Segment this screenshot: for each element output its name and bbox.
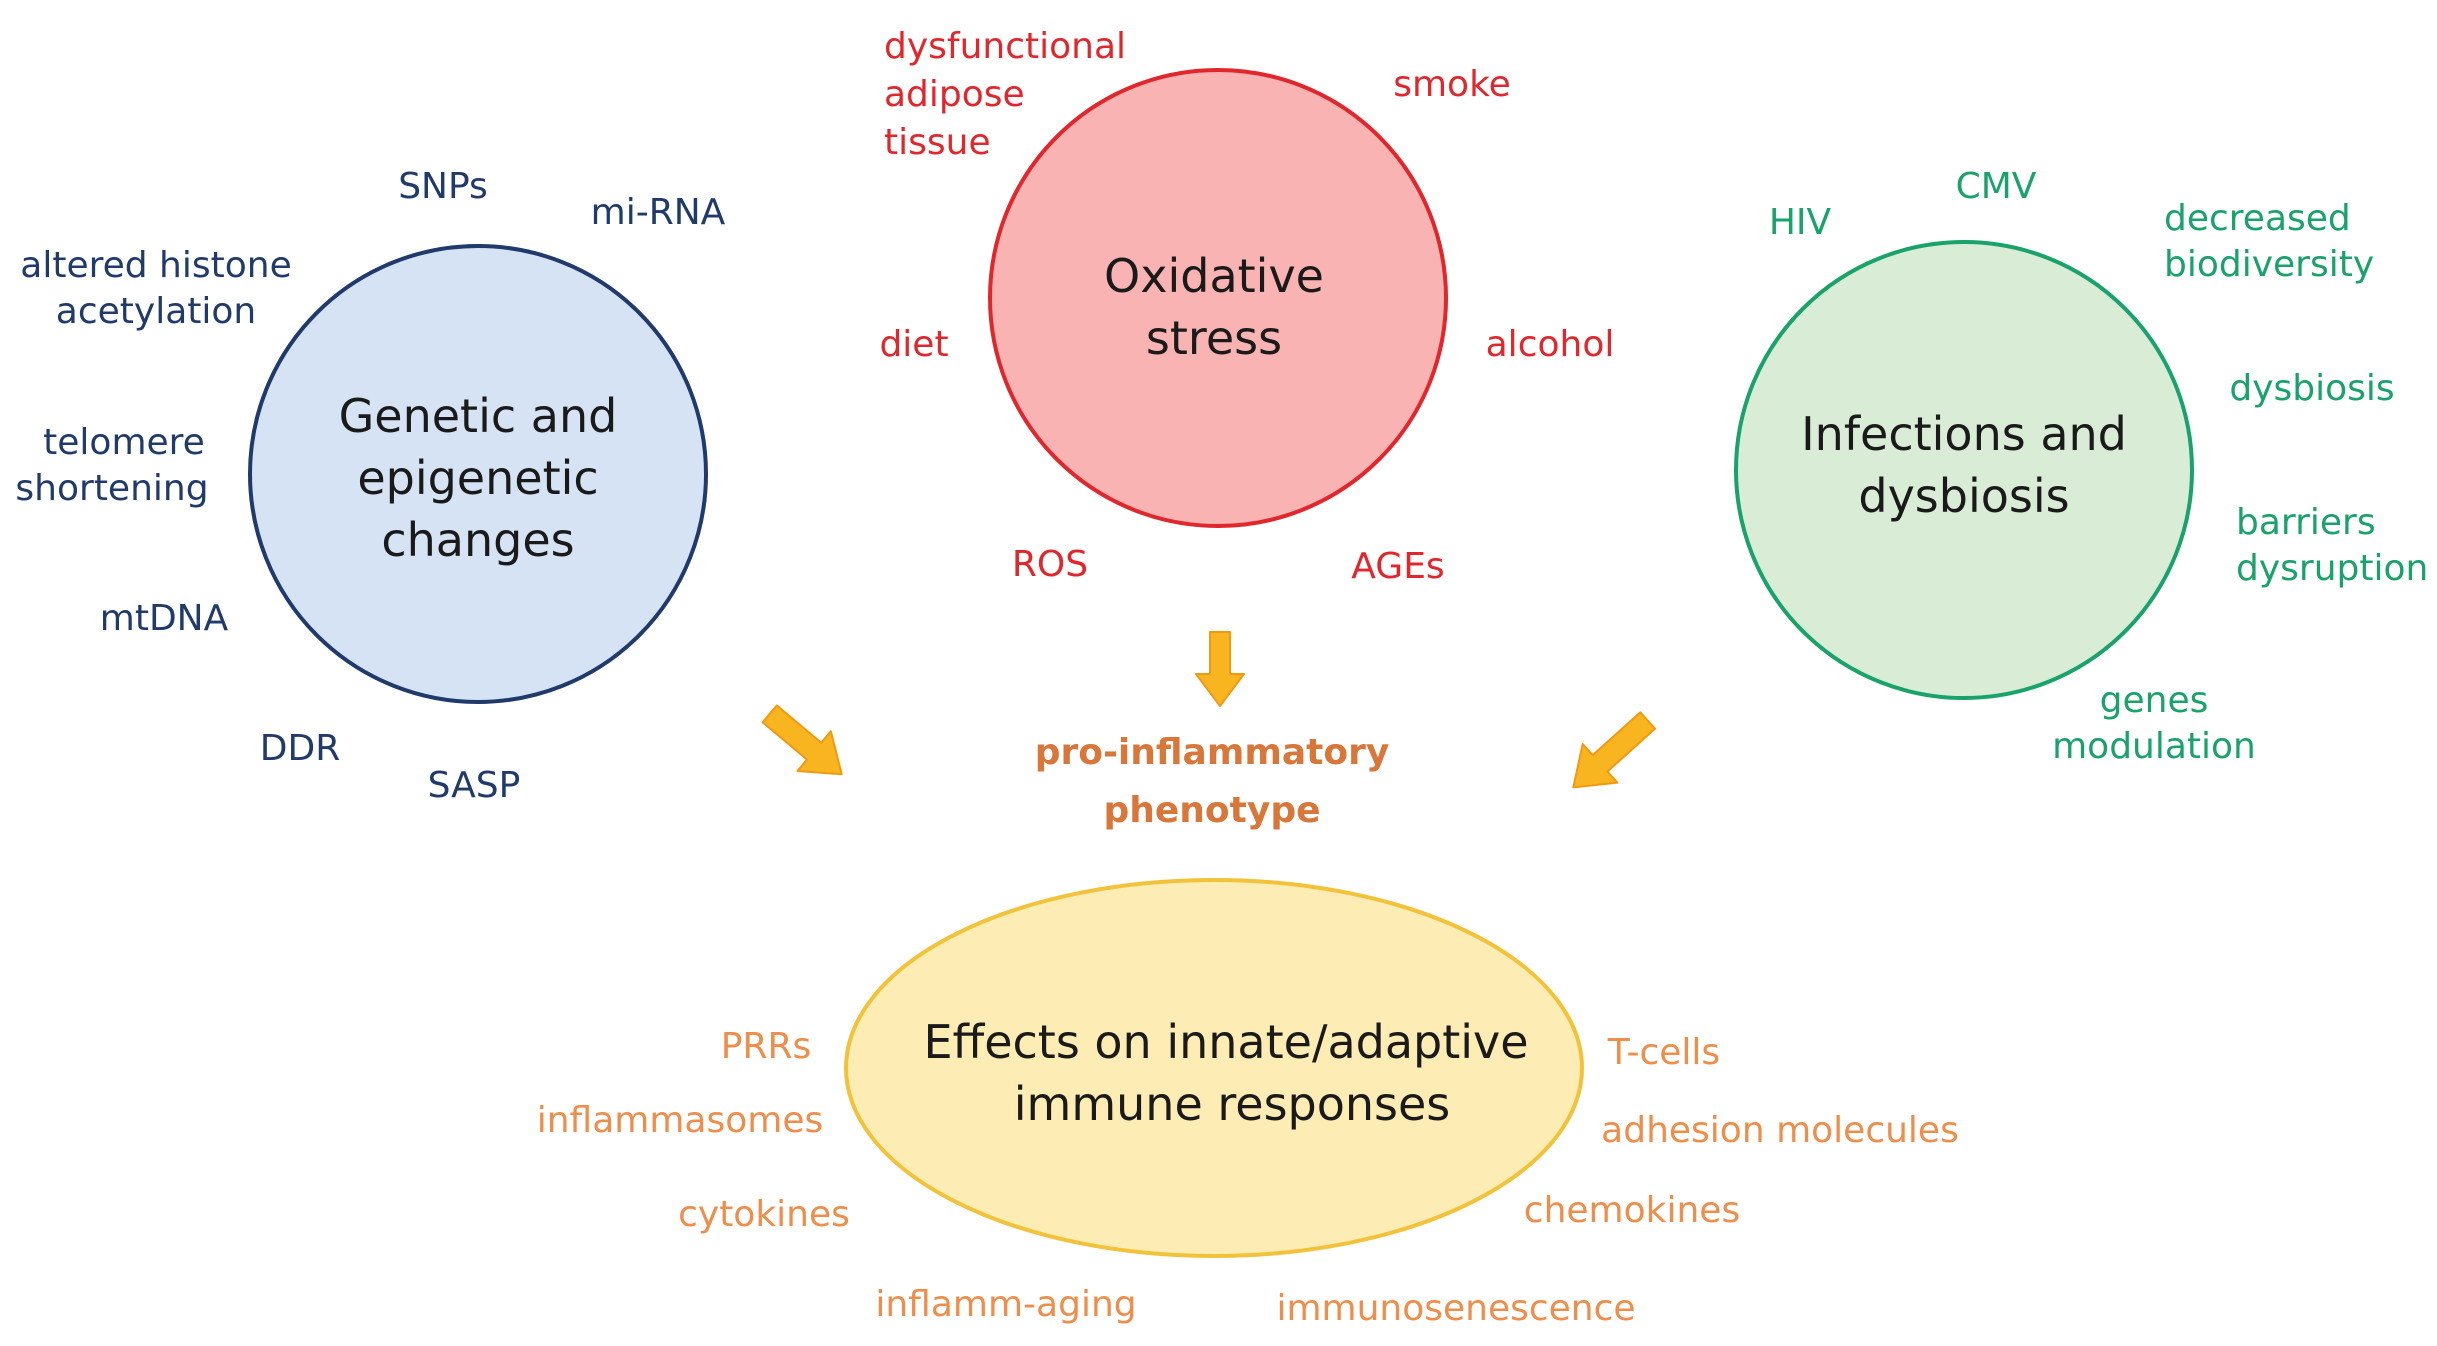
label-adipose-line-1: dysfunctional (884, 26, 1126, 67)
arrows (761, 631, 1656, 789)
infections-group: Infections and dysbiosis HIV CMV decreas… (1734, 166, 2428, 767)
infections-title-line-2: dysbiosis (1858, 469, 2069, 523)
label-barriers-line-1: barriers (2236, 502, 2376, 543)
label-smoke: smoke (1393, 64, 1511, 105)
label-sasp: SASP (428, 765, 521, 806)
genetic-circle (248, 244, 708, 704)
label-adhesion: adhesion molecules (1601, 1110, 1959, 1151)
label-inflammaging: inflamm-aging (875, 1284, 1136, 1325)
label-ages: AGEs (1351, 546, 1444, 587)
label-prrs: PRRs (721, 1026, 812, 1067)
label-genes-line-2: modulation (2052, 726, 2256, 767)
label-mtdna: mtDNA (100, 598, 229, 639)
genetic-group: Genetic and epigenetic changes SNPs mi-R… (15, 166, 725, 806)
label-ddr: DDR (260, 728, 340, 769)
label-telomere-line-1: telomere (43, 422, 205, 463)
label-histone-line-1: altered histone (20, 245, 291, 286)
genetic-title-line-1: Genetic and (339, 389, 618, 443)
label-ros: ROS (1012, 544, 1088, 585)
label-diet: diet (879, 324, 948, 365)
oxidative-title-line-1: Oxidative (1104, 249, 1324, 303)
label-dysbiosis: dysbiosis (2229, 368, 2394, 409)
oxidative-group: Oxidative stress dysfunctional adipose t… (879, 26, 1614, 587)
label-histone-line-2: acetylation (56, 291, 256, 332)
arrow-from-genetic (761, 704, 843, 776)
label-adipose-line-3: tissue (884, 122, 991, 163)
effects-group: Effects on innate/adaptive immune respon… (537, 878, 1959, 1329)
infections-circle (1734, 240, 2194, 700)
label-alcohol: alcohol (1486, 324, 1615, 365)
label-snps: SNPs (398, 166, 488, 207)
label-barriers-line-2: dysruption (2236, 548, 2428, 589)
label-tcells: T-cells (1607, 1032, 1720, 1073)
label-chemokines: chemokines (1524, 1190, 1740, 1231)
infections-title-line-1: Infections and (1801, 407, 2127, 461)
label-cytokines: cytokines (678, 1194, 850, 1235)
effects-title-line-1: Effects on innate/adaptive (923, 1015, 1528, 1069)
oxidative-circle (988, 68, 1448, 528)
label-immunosenescence: immunosenescence (1276, 1288, 1635, 1329)
arrow-from-infections (1572, 711, 1656, 789)
effects-title-line-2: immune responses (1014, 1077, 1451, 1131)
label-adipose-line-2: adipose (884, 74, 1025, 115)
phenotype-line-1: pro-inflammatory (1035, 732, 1390, 773)
effects-ellipse (844, 878, 1584, 1258)
genetic-title-line-3: changes (381, 513, 574, 567)
label-hiv: HIV (1769, 202, 1832, 243)
label-telomere-line-2: shortening (15, 468, 208, 509)
arrow-from-oxidative (1195, 631, 1245, 707)
phenotype-line-2: phenotype (1103, 790, 1320, 831)
label-cmv: CMV (1956, 166, 2037, 207)
genetic-title-line-2: epigenetic (357, 451, 598, 505)
label-genes-line-1: genes (2100, 680, 2209, 721)
label-biodiversity-line-2: biodiversity (2164, 244, 2374, 285)
label-inflammasomes: inflammasomes (537, 1100, 824, 1141)
label-biodiversity-line-1: decreased (2164, 198, 2351, 239)
oxidative-title-line-2: stress (1146, 311, 1282, 365)
label-mirna: mi-RNA (591, 192, 726, 233)
